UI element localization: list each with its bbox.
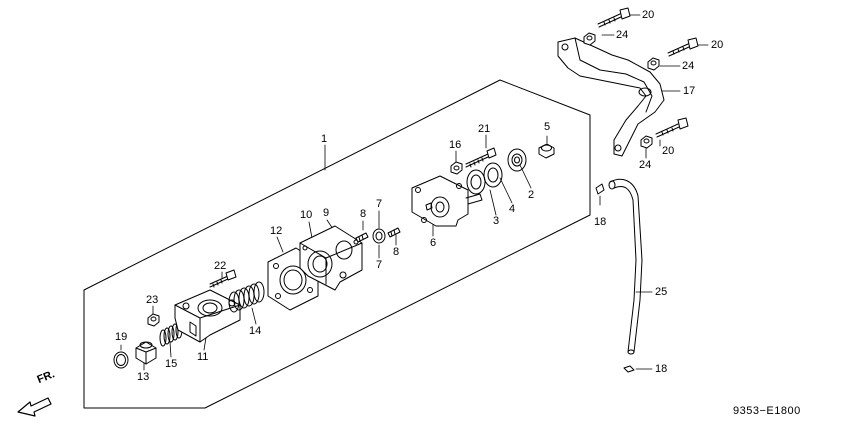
callout-24c: 24 (639, 159, 652, 171)
seal-4 (483, 162, 503, 188)
nut-24c (640, 135, 653, 149)
pin-8a (355, 232, 369, 243)
callout-6: 6 (430, 237, 437, 249)
bolt-20c (655, 117, 689, 138)
bolt-5 (538, 143, 555, 159)
bolt-21 (465, 147, 497, 168)
callout-5: 5 (544, 121, 551, 133)
callout-11: 11 (197, 351, 209, 363)
nut-16 (450, 161, 463, 175)
cover-11 (174, 289, 241, 343)
callout-24a: 24 (616, 29, 629, 41)
o-ring-19 (113, 351, 129, 369)
callout-20a: 20 (642, 9, 655, 21)
o-ring-19-inner (116, 354, 126, 366)
o-ring-7 (372, 228, 386, 244)
callout-8b: 8 (393, 246, 400, 258)
pump-body-9-10 (299, 225, 363, 291)
callout-20c: 20 (662, 145, 675, 157)
callout-17: 17 (683, 85, 696, 97)
callout-12: 12 (270, 225, 283, 237)
clip-18a (595, 183, 605, 195)
callout-24b: 24 (682, 60, 695, 72)
bolt-22 (209, 269, 237, 288)
callout-21: 21 (478, 123, 491, 135)
bearing-3 (466, 169, 486, 195)
nut-24b (647, 57, 660, 71)
callout-2: 2 (528, 189, 535, 201)
callout-14: 14 (249, 325, 262, 337)
front-arrow-icon (17, 397, 52, 417)
bracket-17 (557, 37, 665, 157)
callout-25: 25 (655, 286, 668, 298)
bolt-20b (667, 37, 699, 57)
callout-18a: 18 (594, 216, 607, 228)
nut-23 (147, 313, 160, 327)
clip-18b (623, 365, 635, 373)
seal-2 (507, 148, 527, 172)
callout-18b: 18 (655, 363, 668, 375)
bolt-20a (597, 7, 631, 28)
callout-20b: 20 (711, 39, 724, 51)
pin-8b (387, 227, 401, 238)
tube-25 (608, 178, 643, 355)
callout-22: 22 (214, 260, 227, 272)
callout-10: 10 (300, 209, 313, 221)
callout-13: 13 (137, 371, 150, 383)
callout-16: 16 (449, 139, 462, 151)
spring-14 (228, 281, 265, 313)
plug-13 (135, 341, 157, 365)
callout-7b: 7 (376, 259, 383, 271)
callout-23: 23 (146, 294, 159, 306)
nut-24a (583, 32, 596, 46)
callout-7a: 7 (376, 198, 383, 210)
diagram-code: 9353−E1800 (733, 405, 801, 417)
plate-6 (411, 175, 483, 227)
callout-4: 4 (509, 203, 516, 215)
assembly-outline (83, 79, 591, 409)
callout-3: 3 (493, 215, 500, 227)
callout-9: 9 (323, 207, 330, 219)
callout-15: 15 (165, 358, 178, 370)
callout-1: 1 (321, 133, 328, 145)
callout-8a: 8 (360, 208, 367, 220)
callout-19: 19 (115, 331, 128, 343)
